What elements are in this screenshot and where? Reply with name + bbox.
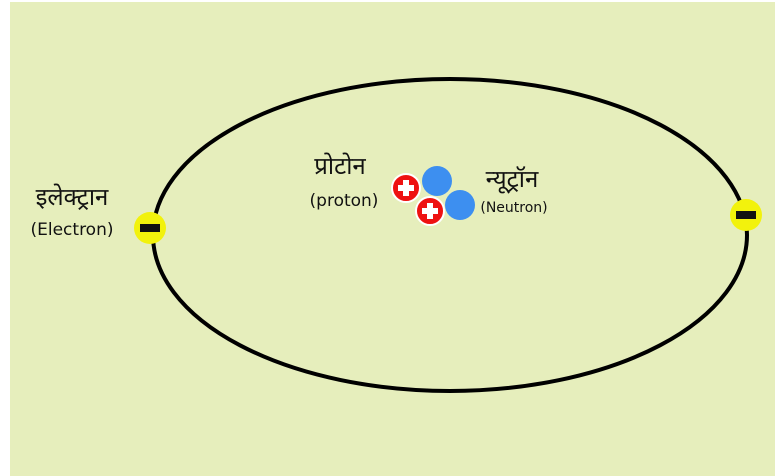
minus-icon	[140, 224, 160, 232]
proton-label-hindi: प्रोटोन	[314, 152, 366, 180]
electron-particle-right	[730, 199, 762, 231]
atom-diagram: इलेक्ट्रान (Electron) प्रोटोन (proton) न…	[10, 2, 775, 476]
neutron-label-hindi: न्यूट्रॉन	[486, 165, 539, 194]
electron-label-hindi: इलेक्ट्रान	[36, 183, 109, 211]
neutron-label-english: (Neutron)	[480, 200, 547, 216]
diagram-background: इलेक्ट्रान (Electron) प्रोटोन (proton) न…	[10, 2, 775, 476]
proton-label-english: (proton)	[310, 191, 379, 211]
diagram-fill	[10, 2, 775, 476]
neutron-particle	[422, 166, 452, 196]
electron-particle-left	[134, 212, 166, 244]
neutron-particle	[445, 190, 475, 220]
minus-icon	[736, 211, 756, 219]
electron-label-english: (Electron)	[31, 220, 114, 240]
proton-particle	[415, 196, 445, 226]
proton-particle	[391, 173, 421, 203]
